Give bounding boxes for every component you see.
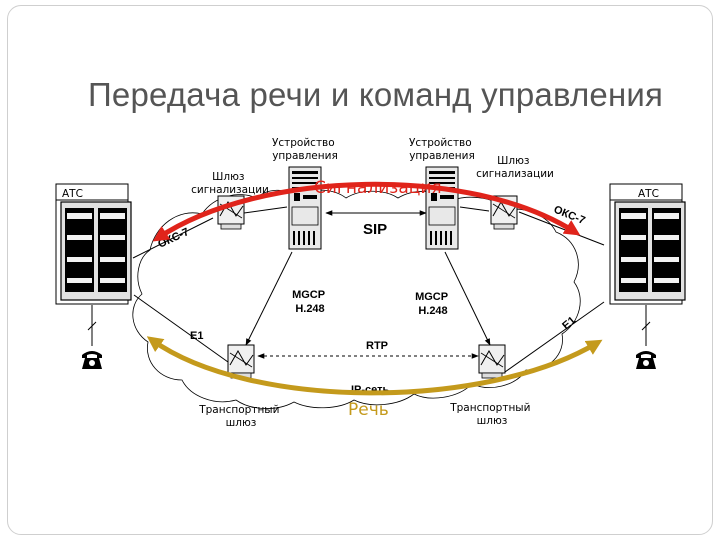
control-left-label: Устройство управления [272, 137, 338, 162]
mgcp-left-label: MGCP H.248 [292, 289, 328, 315]
control-right-label: Устройство управления [409, 137, 475, 162]
speech-label: Речь [348, 400, 389, 420]
mgcp-right-label: MGCP H.248 [415, 291, 451, 317]
gateway-icon [478, 344, 506, 379]
exchange-rack-icon [614, 201, 686, 301]
exchange-rack-icon [60, 201, 132, 301]
sip-label: SIP [363, 221, 387, 238]
sig-gw-right-label: Шлюз сигнализации [476, 155, 554, 180]
e1-left-label: E1 [190, 330, 203, 342]
mgcp-left-arrow [245, 251, 293, 346]
slide-title: Передача речи и команд управления [88, 76, 664, 113]
rtp-label: RTP [366, 340, 388, 352]
telephone-icon [636, 351, 656, 369]
ats-right-label: АТС [638, 188, 659, 200]
sig-gw-left-label: Шлюз сигнализации [191, 171, 269, 196]
signaling-arrow [152, 181, 581, 242]
trans-gw-right-label: Транспортный шлюз [449, 402, 534, 427]
trans-gw-left-label: Транспортный шлюз [198, 404, 283, 429]
speech-arrow [146, 336, 603, 396]
mgcp-right-arrow [444, 251, 491, 346]
signaling-label: Сигнализация [314, 178, 442, 198]
line-sig-ctrl-left [243, 206, 288, 214]
line-sig-ctrl-right [459, 206, 490, 212]
telephone-icon [82, 351, 102, 369]
ats-left-label: АТС [62, 188, 83, 200]
